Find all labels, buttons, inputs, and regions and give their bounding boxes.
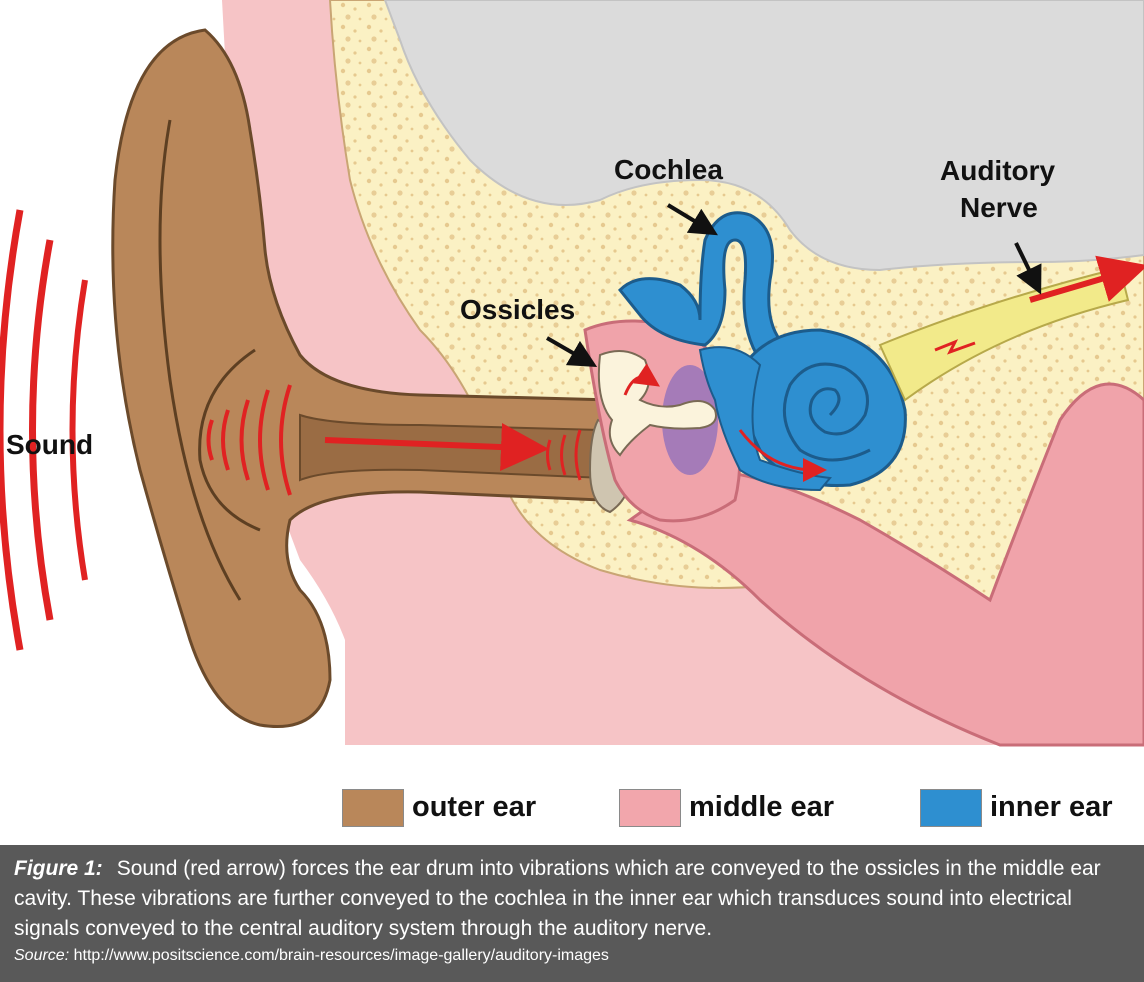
nerve-arrow (1029, 255, 1144, 303)
nerve-signal-zigzag (934, 339, 976, 355)
semicircular-canals (617, 211, 782, 363)
label-auditory-nerve-line2: Nerve (960, 192, 1038, 223)
pinna-inner-curve (198, 348, 261, 532)
legend: outer ear middle ear inner ear (0, 770, 1144, 840)
ossicles-pointer (545, 336, 598, 368)
drum-wave-3 (574, 429, 582, 481)
legend-swatch-middle-ear (619, 789, 681, 827)
outer-ear-pinna (111, 28, 614, 728)
legend-swatch-outer-ear (342, 789, 404, 827)
label-ossicles: Ossicles (460, 294, 576, 325)
cochlea-pointer (666, 203, 718, 236)
caption-source-label: Source: (14, 947, 70, 964)
eustachian-tube (626, 382, 1144, 747)
brain-area (383, 0, 1144, 272)
label-sound: Sound (6, 429, 94, 460)
vestibule (698, 346, 832, 492)
label-auditory-nerve-line1: Auditory (940, 155, 1056, 186)
drum-wave-2 (560, 434, 567, 476)
figure-caption: Figure 1:Sound (red arrow) forces the ea… (0, 845, 1144, 982)
ear-anatomy-diagram (0, 0, 1144, 747)
canal-wave-2 (221, 409, 230, 471)
legend-swatch-inner-ear (920, 789, 982, 827)
canal-wave-4 (258, 389, 270, 491)
caption-label: Figure 1: (14, 857, 103, 880)
ossicle-arrow (623, 363, 660, 396)
cochlea-spiral-line (782, 362, 871, 462)
pinna-fold (158, 119, 242, 601)
sound-arrow (324, 423, 549, 472)
caption-body: Sound (red arrow) forces the ear drum in… (14, 857, 1101, 940)
legend-label-inner-ear: inner ear (990, 791, 1113, 823)
caption-source-url: http://www.positscience.com/brain-resour… (73, 947, 609, 964)
legend-label-middle-ear: middle ear (689, 791, 835, 823)
label-cochlea: Cochlea (614, 154, 723, 185)
drum-wave-1 (546, 439, 552, 471)
nerve-pointer (1014, 242, 1042, 295)
canal-wave-1 (206, 419, 214, 461)
canal-wave-5 (279, 384, 292, 496)
caption-text: Figure 1:Sound (red arrow) forces the ea… (14, 854, 1130, 944)
legend-label-outer-ear: outer ear (412, 791, 537, 823)
sound-wave-3 (69, 279, 88, 581)
caption-source: Source: http://www.positscience.com/brai… (14, 945, 1130, 967)
cochlea-arrow (738, 429, 827, 482)
canal-wave-3 (239, 399, 250, 481)
sound-wave-2 (29, 239, 54, 621)
sound-wave-1 (0, 209, 24, 651)
